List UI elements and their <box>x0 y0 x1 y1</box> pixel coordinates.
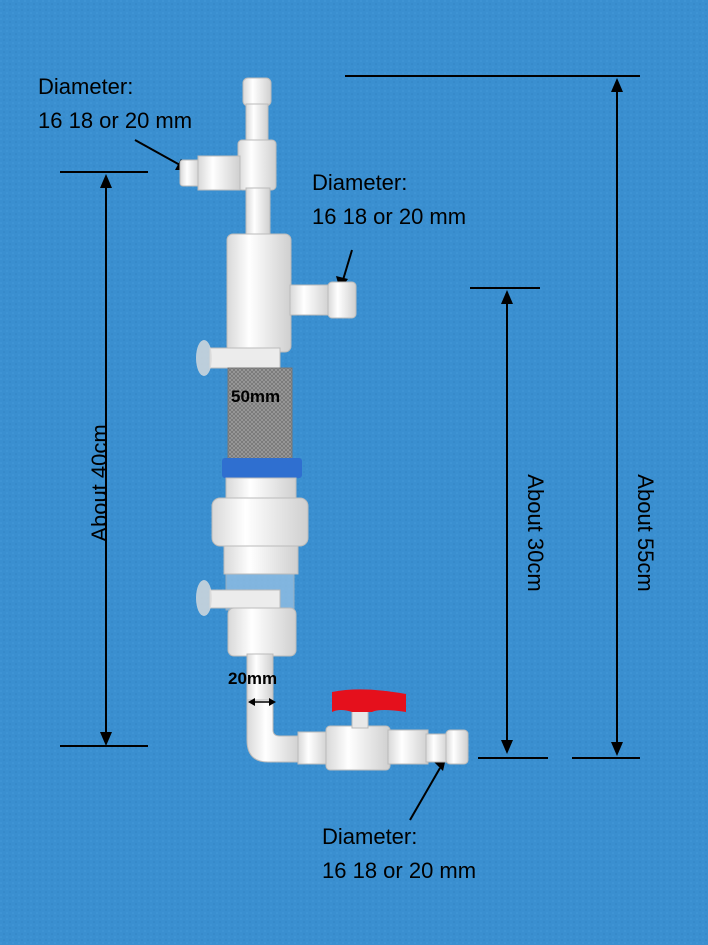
diameter-label-middle: Diameter: 16 18 or 20 mm <box>312 166 466 234</box>
height-40cm-label: About 40cm <box>87 424 112 542</box>
diameter-heading: Diameter: <box>322 824 418 849</box>
pipe-size-label: 20mm <box>228 669 278 688</box>
mesh-size-label: 50mm <box>231 387 281 406</box>
filter-assembly <box>179 77 469 771</box>
height-55cm-label: About 55cm <box>633 474 658 592</box>
diameter-values: 16 18 or 20 mm <box>38 108 193 133</box>
height-30cm-label: About 30cm <box>523 474 548 592</box>
diameter-heading: Diameter: <box>38 74 134 99</box>
pointer-arrows <box>134 139 441 821</box>
diameter-values: 16 18 or 20 mm <box>322 858 477 883</box>
diameter-label-top-left: Diameter: 16 18 or 20 mm <box>38 70 192 138</box>
diameter-values: 16 18 or 20 mm <box>312 204 467 229</box>
diameter-label-bottom: Diameter: 16 18 or 20 mm <box>322 820 476 888</box>
dimension-lines <box>60 75 640 759</box>
diameter-heading: Diameter: <box>312 170 408 195</box>
arrowheads <box>100 78 623 756</box>
